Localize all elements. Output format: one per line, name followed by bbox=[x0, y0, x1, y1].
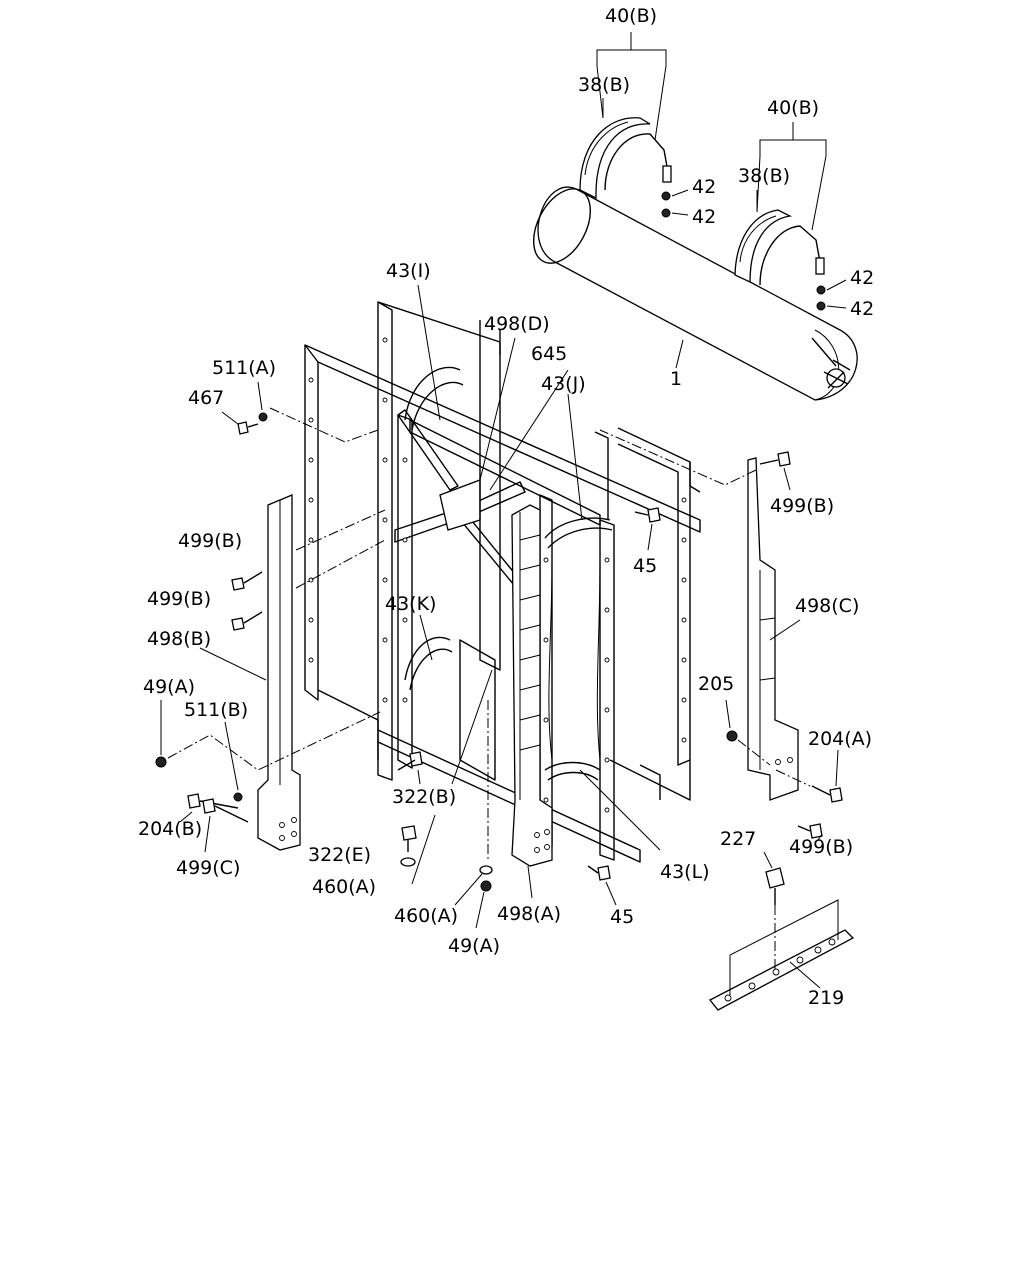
bracket-498a bbox=[511, 504, 553, 867]
label-498b: 498(B) bbox=[147, 628, 211, 650]
bracket-498c bbox=[747, 457, 799, 801]
tank-strap-a bbox=[579, 32, 672, 200]
label-40b-a: 40(B) bbox=[605, 5, 657, 27]
tank-strap-b bbox=[734, 122, 827, 286]
label-45-b: 45 bbox=[610, 906, 634, 928]
label-43l: 43(L) bbox=[660, 861, 710, 883]
label-43j: 43(J) bbox=[541, 373, 586, 395]
label-43k: 43(K) bbox=[385, 593, 436, 615]
label-205: 205 bbox=[698, 673, 734, 695]
nut-42-a bbox=[661, 191, 671, 201]
label-511b: 511(B) bbox=[184, 699, 248, 721]
label-38b-b: 38(B) bbox=[738, 165, 790, 187]
bolt-227 bbox=[763, 851, 785, 970]
label-467: 467 bbox=[188, 387, 224, 409]
frame-holes bbox=[308, 337, 687, 813]
fasteners bbox=[155, 381, 843, 929]
label-42-b: 42 bbox=[692, 206, 716, 228]
label-645: 645 bbox=[531, 343, 567, 365]
drain-valve bbox=[811, 337, 851, 389]
label-40b-b: 40(B) bbox=[767, 97, 819, 119]
label-499c: 499(C) bbox=[176, 857, 240, 879]
nut-42-c bbox=[816, 285, 826, 295]
label-498a: 498(A) bbox=[497, 903, 561, 925]
mounting-plate-219 bbox=[708, 899, 855, 1011]
label-498c: 498(C) bbox=[795, 595, 859, 617]
air-tank bbox=[532, 186, 858, 401]
main-frame bbox=[304, 301, 701, 863]
label-499b-c: 499(B) bbox=[147, 588, 211, 610]
label-42-d: 42 bbox=[850, 298, 874, 320]
label-49a-b: 49(A) bbox=[448, 935, 500, 957]
label-498d: 498(D) bbox=[484, 313, 550, 335]
label-38b-a: 38(B) bbox=[578, 74, 630, 96]
bracket-498b bbox=[257, 494, 301, 851]
label-499b-d: 499(B) bbox=[789, 836, 853, 858]
label-42-c: 42 bbox=[850, 267, 874, 289]
label-42-a: 42 bbox=[692, 176, 716, 198]
label-322b: 322(B) bbox=[392, 786, 456, 808]
label-43i: 43(I) bbox=[386, 260, 431, 282]
label-45-a: 45 bbox=[633, 555, 657, 577]
label-460a-a: 460(A) bbox=[312, 876, 376, 898]
label-49a-a: 49(A) bbox=[143, 676, 195, 698]
label-511a: 511(A) bbox=[212, 357, 276, 379]
nut-42-b bbox=[661, 208, 671, 218]
leader-lines bbox=[199, 284, 801, 899]
nut-42-d bbox=[816, 301, 826, 311]
label-219: 219 bbox=[808, 987, 844, 1009]
label-204a: 204(A) bbox=[808, 728, 872, 750]
label-1: 1 bbox=[670, 368, 682, 390]
part-labels: 40(B) 38(B) 42 42 40(B) 38(B) 42 42 1 43… bbox=[138, 5, 874, 1009]
label-460a-b: 460(A) bbox=[394, 905, 458, 927]
label-322e: 322(E) bbox=[308, 844, 371, 866]
label-499b-a: 499(B) bbox=[770, 495, 834, 517]
label-227: 227 bbox=[720, 828, 756, 850]
label-499b-b: 499(B) bbox=[178, 530, 242, 552]
label-204b: 204(B) bbox=[138, 818, 202, 840]
